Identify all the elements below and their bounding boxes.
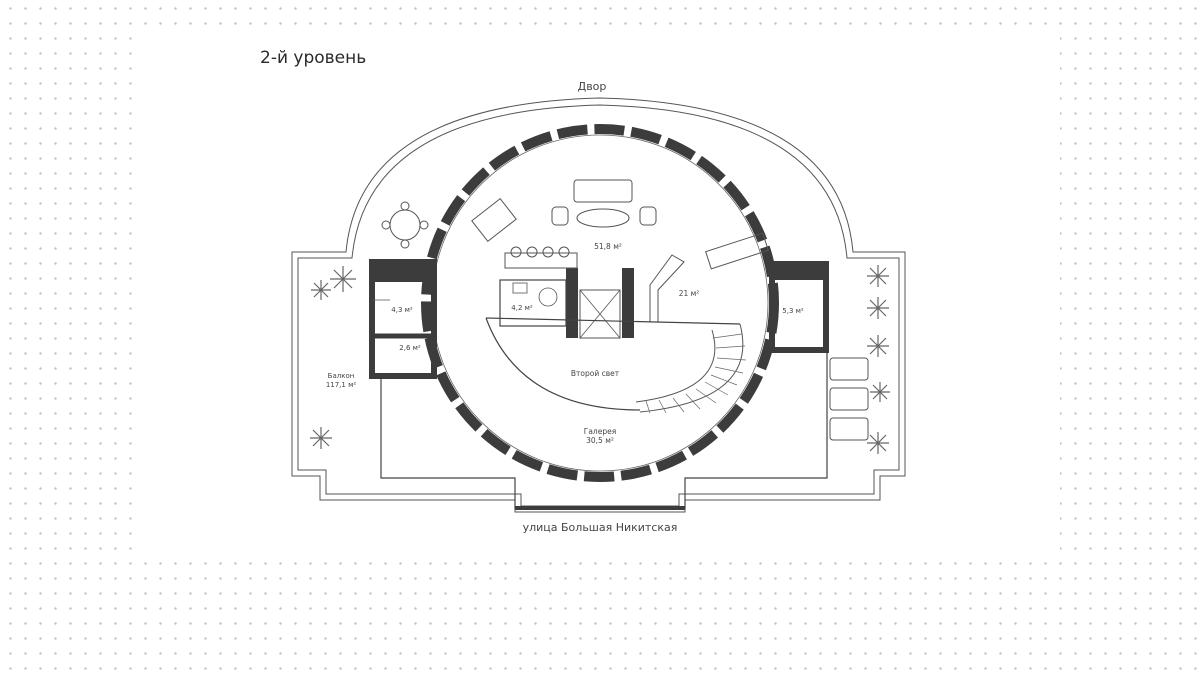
bathroom-outline (499, 279, 567, 327)
label-void: Второй свет (571, 369, 620, 378)
bar-stools (510, 246, 570, 258)
dining-table (576, 208, 630, 228)
core-wall-left (566, 268, 578, 338)
label-balcony-area: 117,1 м² (326, 381, 357, 389)
plant-icons (310, 265, 890, 454)
label-room-43: 4,3 м² (391, 306, 413, 314)
stair-treads (645, 333, 747, 414)
bathroom-sink (512, 282, 528, 294)
right-annex-top-block (772, 264, 826, 280)
spiral-stair-outer (639, 323, 744, 413)
label-living-area: 51,8 м² (594, 242, 622, 251)
label-gallery-name: Галерея (584, 427, 616, 436)
sun-loungers (829, 357, 869, 441)
armchair-left (551, 206, 569, 226)
label-bath-42: 4,2 м² (511, 304, 533, 312)
core-wall-right (622, 268, 634, 338)
armchair-right (639, 206, 657, 226)
round-tower-wall (421, 124, 779, 482)
bathroom-shower (538, 287, 558, 307)
level-title: 2-й уровень (260, 48, 367, 68)
lift-cross-2 (579, 289, 621, 339)
piano (471, 197, 517, 243)
right-counter (705, 232, 769, 270)
balcony-outline-inner (297, 104, 900, 507)
label-balcony-name: Балкон (328, 372, 355, 380)
round-table-chairs (381, 201, 429, 249)
lift-shaft (579, 289, 621, 339)
void-top-line (485, 317, 741, 325)
label-room-21: 21 м² (679, 289, 700, 298)
left-annex-top-block (372, 262, 434, 282)
label-gallery-area: 30,5 м² (586, 436, 614, 445)
kitchen-counter (504, 252, 578, 269)
courtyard-label: Двор (578, 80, 607, 93)
double-height-void (485, 317, 641, 411)
round-tower-inner-line (431, 134, 769, 472)
label-room-53: 5,3 м² (782, 307, 804, 315)
spiral-stair-inner (635, 329, 716, 403)
street-label: улица Большая Никитская (523, 521, 678, 534)
round-table (389, 209, 421, 241)
balcony-outline-outer (291, 97, 906, 513)
sofa (573, 179, 633, 203)
label-wc-26: 2,6 м² (399, 344, 421, 352)
